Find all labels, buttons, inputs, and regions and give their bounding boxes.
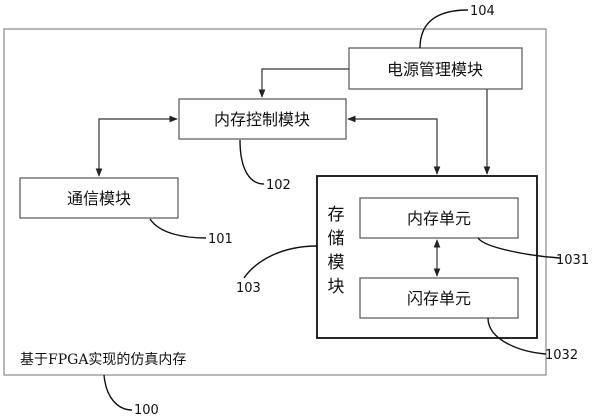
leader-104 (419, 9, 469, 49)
ref-104: 104 (470, 4, 495, 19)
outer-boundary (3, 28, 547, 376)
storage-char-2: 储 (328, 229, 345, 249)
memory-controller-box (178, 98, 347, 140)
ref-1031: 1031 (556, 253, 589, 268)
ram-unit-box (359, 197, 519, 239)
ref-101: 101 (208, 232, 233, 247)
power-module-label: 电源管理模块 (387, 60, 483, 79)
comm-module-label: 通信模块 (67, 189, 131, 208)
leader-101 (149, 218, 207, 239)
storage-char-1: 存 (328, 205, 345, 225)
power-module-box (348, 47, 523, 90)
arrow-power-to-controller (258, 68, 349, 98)
ref-103: 103 (236, 281, 261, 296)
storage-module-box (316, 175, 538, 339)
leader-1032 (487, 317, 547, 355)
ram-unit-label: 内存单元 (407, 209, 471, 228)
ref-100: 100 (134, 403, 159, 418)
flash-unit-label: 闪存单元 (407, 289, 471, 308)
ref-1032: 1032 (545, 348, 578, 363)
leader-100 (103, 374, 133, 411)
leader-103 (243, 245, 318, 279)
storage-char-3: 模 (328, 253, 345, 273)
memory-controller-label: 内存控制模块 (214, 110, 310, 129)
leader-102 (239, 139, 265, 185)
ref-102: 102 (266, 178, 291, 193)
arrow-controller-storage (347, 115, 441, 175)
comm-module-box (19, 177, 179, 219)
arrow-controller-comm (95, 115, 178, 177)
outer-label: 基于FPGA实现的仿真内存 (20, 351, 186, 368)
storage-char-4: 块 (328, 277, 345, 297)
flash-unit-box (359, 277, 519, 319)
leader-1031 (477, 237, 561, 259)
